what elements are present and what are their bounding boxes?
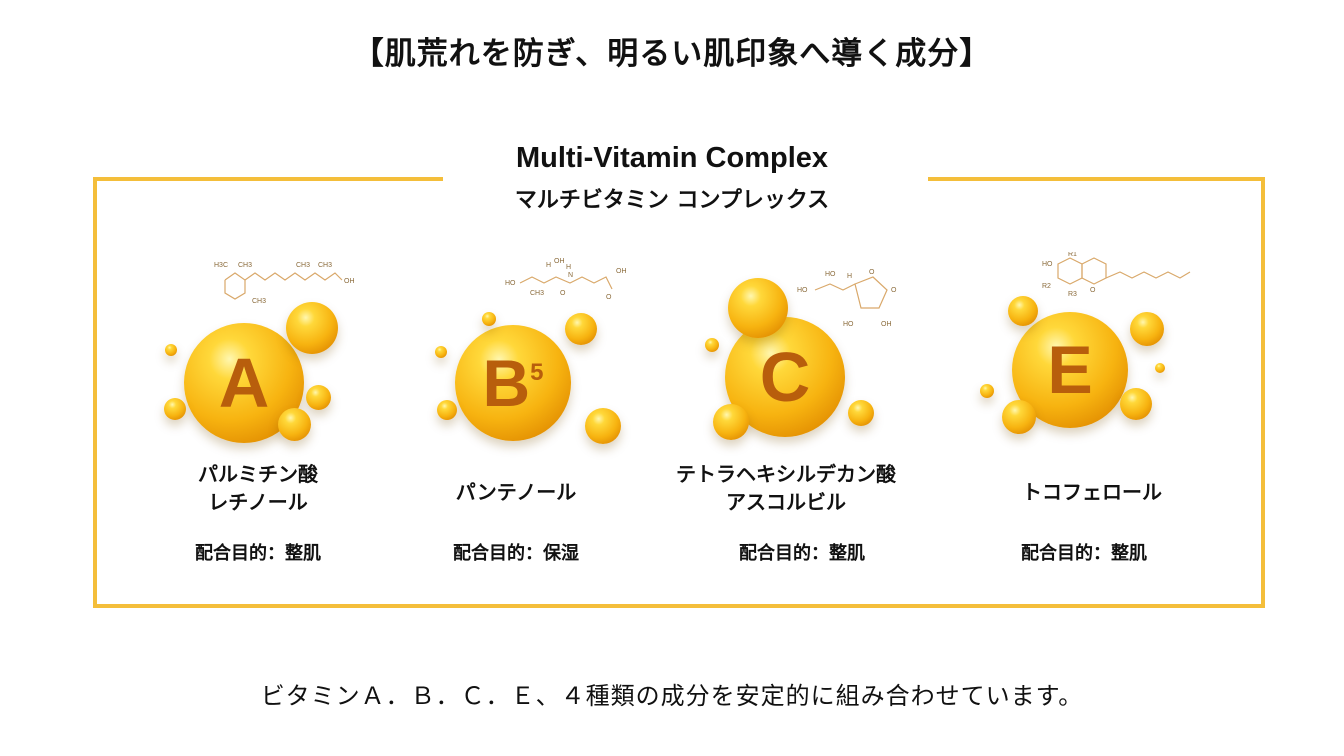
- mol-label: OH: [616, 268, 627, 275]
- small-bubble: [565, 313, 597, 345]
- small-bubble: [1120, 388, 1152, 420]
- small-bubble: [1155, 363, 1165, 373]
- small-bubble: [1002, 400, 1036, 434]
- mol-label: N: [568, 272, 573, 279]
- mol-label: O: [869, 269, 875, 276]
- small-bubble: [278, 408, 311, 441]
- name-line: レチノール: [208, 490, 308, 514]
- name-line: パンテノール: [455, 480, 577, 504]
- purpose-label: 配合目的：整肌: [195, 543, 321, 564]
- small-bubble: [848, 400, 874, 426]
- letter-text: C: [759, 338, 811, 416]
- mol-label: OH: [881, 321, 892, 328]
- ingredient-name: トコフェロール: [942, 478, 1242, 506]
- small-bubble: [980, 384, 994, 398]
- mol-label: HO: [843, 321, 854, 328]
- mol-label: R1: [1068, 252, 1077, 258]
- mol-label: CH3: [238, 262, 252, 269]
- vitamin-letter: A: [184, 323, 304, 443]
- vitamin-letter: E: [1012, 312, 1128, 428]
- small-bubble: [482, 312, 496, 326]
- mol-label: HO: [797, 287, 808, 294]
- mol-label: R3: [1068, 291, 1077, 298]
- small-bubble: [1008, 296, 1038, 326]
- vitamin-letter: C: [725, 317, 845, 437]
- purpose-label: 配合目的：保湿: [453, 543, 579, 564]
- mol-label: CH3: [296, 262, 310, 269]
- name-line: トコフェロール: [1022, 480, 1162, 504]
- mol-label: HO: [825, 271, 836, 278]
- small-bubble: [705, 338, 719, 352]
- small-bubble: [165, 344, 177, 356]
- small-bubble: [306, 385, 331, 410]
- heading-japanese: マルチビタミン コンプレックス: [514, 188, 830, 213]
- name-line: パルミチン酸: [198, 462, 318, 486]
- ingredient-name: テトラヘキシルデカン酸アスコルビル: [636, 460, 936, 516]
- mol-label: H: [566, 264, 571, 271]
- mol-label: CH3: [318, 262, 332, 269]
- page-title: 【肌荒れを防ぎ、明るい肌印象へ導く成分】: [352, 36, 992, 72]
- small-bubble: [728, 278, 788, 338]
- small-bubble: [437, 400, 457, 420]
- mol-label: OH: [344, 278, 355, 285]
- small-bubble: [1130, 312, 1164, 346]
- mol-label: R2: [1042, 283, 1051, 290]
- mol-label: H3C: [214, 262, 228, 269]
- ingredient-name: パンテノール: [366, 478, 666, 506]
- mol-label: CH3: [252, 298, 266, 305]
- mol-label: O: [891, 287, 897, 294]
- name-line: アスコルビル: [726, 490, 846, 514]
- purpose-label: 配合目的：整肌: [739, 543, 865, 564]
- letter-text: E: [1047, 332, 1093, 408]
- small-bubble: [585, 408, 621, 444]
- mol-label: HO: [1042, 261, 1053, 268]
- name-line: テトラヘキシルデカン酸: [676, 462, 896, 486]
- frame-gap: [443, 170, 928, 186]
- mol-label: HO: [505, 280, 516, 287]
- mol-label: O: [606, 294, 612, 301]
- mol-label: H: [847, 273, 852, 280]
- mol-label: H: [546, 262, 551, 269]
- mol-label: O: [1090, 287, 1096, 294]
- mol-label: OH: [554, 258, 565, 265]
- letter-text: B: [482, 346, 531, 420]
- letter-superscript: 5: [530, 359, 544, 386]
- heading-english: Multi-Vitamin Complex: [515, 142, 829, 174]
- letter-text: A: [218, 344, 270, 422]
- mol-label: O: [560, 290, 566, 297]
- mol-label: CH3: [530, 290, 544, 297]
- small-bubble: [286, 302, 338, 354]
- small-bubble: [713, 404, 749, 440]
- ingredient-name: パルミチン酸レチノール: [108, 460, 408, 516]
- footer-text: ビタミンＡ．Ｂ．Ｃ．Ｅ、４種類の成分を安定的に組み合わせています。: [260, 682, 1084, 710]
- small-bubble: [164, 398, 186, 420]
- purpose-label: 配合目的：整肌: [1021, 543, 1147, 564]
- vitamin-b5-bubble: [455, 325, 571, 441]
- small-bubble: [435, 346, 447, 358]
